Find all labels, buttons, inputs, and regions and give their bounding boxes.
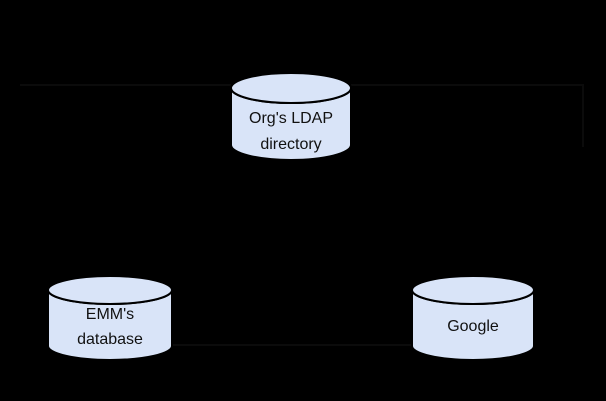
node-emm-database: EMM's database [47, 275, 173, 361]
node-google: Google [411, 275, 535, 361]
connector-line-right [351, 84, 584, 147]
database-cylinder-top-icon [230, 72, 352, 104]
emm-label-line1: EMM's [86, 306, 134, 323]
emm-label-line2: database [77, 331, 143, 348]
ldap-label-line1: Org's LDAP [249, 110, 333, 127]
node-ldap-directory: Org's LDAP directory [230, 72, 352, 161]
database-cylinder-top-icon [411, 275, 535, 305]
ldap-label-line2: directory [260, 136, 321, 153]
google-label-line1: Google [447, 318, 499, 335]
database-cylinder-top-icon [47, 275, 173, 305]
connector-lines [20, 84, 584, 346]
